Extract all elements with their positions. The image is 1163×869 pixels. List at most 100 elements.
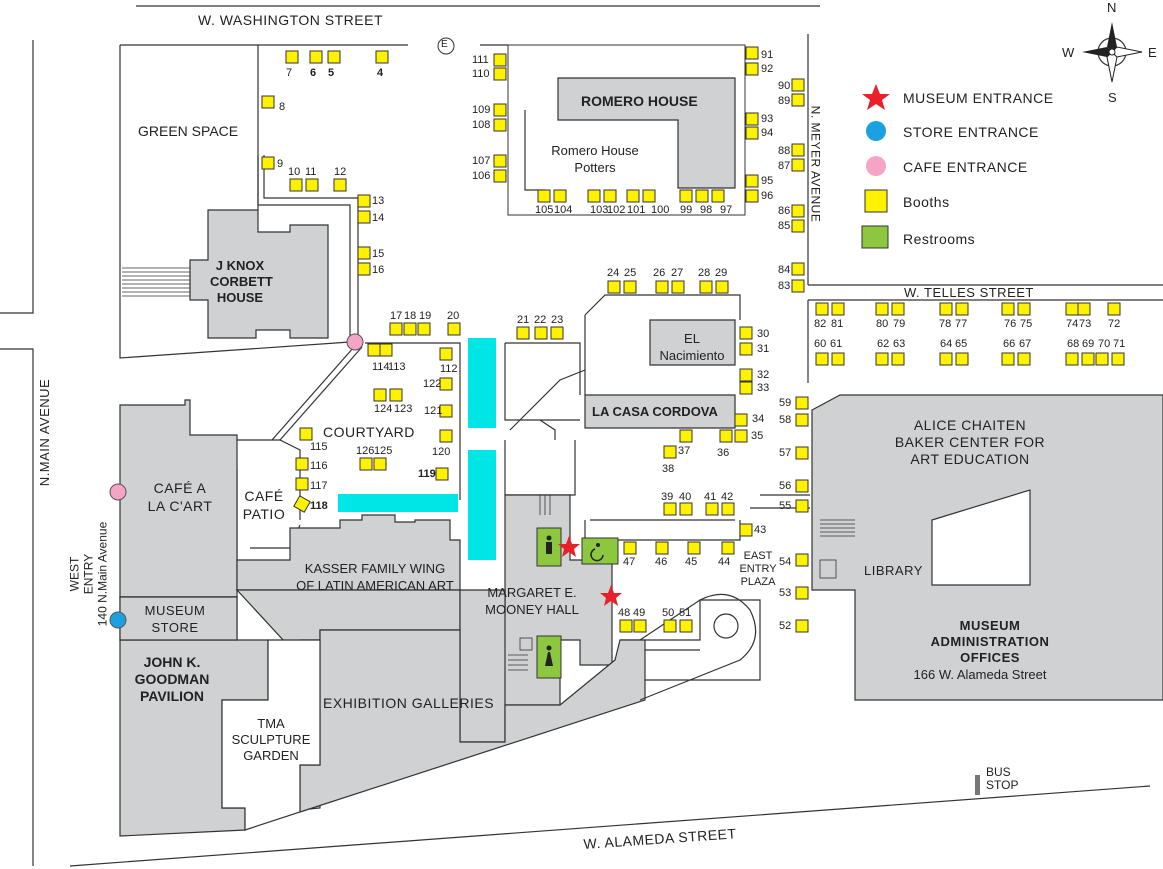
booth-37 <box>679 429 693 443</box>
museum-entrance-icon <box>558 536 580 557</box>
booth-21 <box>516 326 530 340</box>
knox-line-1: J KNOX <box>215 258 265 273</box>
booth-number-124: 124 <box>374 403 393 415</box>
booth-63 <box>891 352 905 366</box>
restroom-icon <box>546 535 552 541</box>
booth-number-102: 102 <box>607 204 626 216</box>
street-meyer: N. MEYER AVENUE <box>808 105 823 223</box>
cafe-patio-label: CAFÉ PATIO <box>238 487 290 523</box>
booth-number-71: 71 <box>1113 338 1126 350</box>
booth-number-52: 52 <box>779 620 792 632</box>
stairs <box>539 495 551 515</box>
booth-31 <box>739 342 753 356</box>
booth-48 <box>619 619 633 633</box>
wheelchair-icon <box>596 543 600 547</box>
booth-55 <box>795 499 809 513</box>
compass-w: W <box>1062 45 1075 60</box>
legend-booths: Booths <box>903 194 950 210</box>
mooney-hall-label: MARGARET E. MOONEY HALL <box>472 584 592 618</box>
booth-20 <box>447 322 461 336</box>
booth-56 <box>795 479 809 493</box>
east-line-2: ENTRY <box>739 563 777 575</box>
booth-number-70: 70 <box>1098 338 1111 350</box>
booth-38 <box>663 445 677 459</box>
booth-100 <box>642 189 656 203</box>
booth-74 <box>1065 302 1079 316</box>
knox-line-2: CORBETT <box>210 274 273 289</box>
booth-number-14: 14 <box>372 212 385 224</box>
booth-42 <box>721 502 735 516</box>
booth-number-31: 31 <box>757 343 770 355</box>
booth-number-116: 116 <box>310 460 328 472</box>
booth-99 <box>679 189 693 203</box>
romero-house-label: ROMERO HOUSE <box>581 93 698 109</box>
admin-line-2: ADMINISTRATION <box>930 634 1050 649</box>
booth-104 <box>553 189 567 203</box>
booth-number-112: 112 <box>440 363 458 375</box>
west-entry-label: WEST ENTRY 140 N.Main Avenue <box>67 522 109 627</box>
booth-number-53: 53 <box>779 587 792 599</box>
alice-chaiten-label: ALICE CHAITEN BAKER CENTER FOR ART EDUCA… <box>880 417 1060 468</box>
compass-n: N <box>1107 0 1117 15</box>
courtyard-label: COURTYARD <box>323 424 415 440</box>
booth-number-101: 101 <box>627 204 646 216</box>
booth-number-117: 117 <box>310 480 328 492</box>
booth-number-38: 38 <box>662 463 675 475</box>
legend-cafe-entrance: CAFE ENTRANCE <box>903 159 1028 175</box>
booth-12 <box>333 178 347 192</box>
booth-number-79: 79 <box>893 318 906 330</box>
circle-icon <box>866 121 886 141</box>
admin-line-3: OFFICES <box>960 650 1020 665</box>
booth-number-43: 43 <box>754 524 767 536</box>
booth-58 <box>795 413 809 427</box>
booth-111 <box>493 53 507 67</box>
museum-store-label: MUSEUM STORE <box>130 602 220 636</box>
booth-number-82: 82 <box>814 318 827 330</box>
booth-54 <box>795 553 809 567</box>
compass-icon <box>1082 22 1143 83</box>
cafe-entrance-icon <box>109 483 127 501</box>
booth-69 <box>1081 352 1095 366</box>
booth-number-87: 87 <box>778 160 791 172</box>
bus-stop-icon <box>975 775 980 795</box>
booth-83 <box>791 279 805 293</box>
booth-number-90: 90 <box>778 80 791 92</box>
el-nacimiento-label: EL Nacimiento <box>652 330 732 364</box>
booth-96 <box>745 189 759 203</box>
booth-number-120: 120 <box>432 446 451 458</box>
booth-number-10: 10 <box>288 166 301 178</box>
booth-51 <box>679 619 693 633</box>
bus-line-2: STOP <box>986 778 1019 792</box>
booth-24 <box>607 280 621 294</box>
goodman-pavilion-label: JOHN K. GOODMAN PAVILION <box>122 654 222 705</box>
booth-number-80: 80 <box>876 318 889 330</box>
booth-86 <box>791 204 805 218</box>
booth-number-25: 25 <box>624 267 637 279</box>
booth-115 <box>299 427 313 441</box>
booth-square-icon <box>864 189 888 213</box>
restroom-icon <box>546 645 552 651</box>
booth-number-29: 29 <box>715 267 728 279</box>
museum-admin-inner <box>931 489 1031 586</box>
booth-number-48: 48 <box>618 607 631 619</box>
el-line-1: EL <box>684 331 700 346</box>
booth-number-58: 58 <box>779 414 792 426</box>
booth-75 <box>1017 302 1031 316</box>
exit-marker <box>437 37 455 55</box>
booth-number-37: 37 <box>678 445 691 457</box>
booth-number-57: 57 <box>779 447 792 459</box>
booth-number-108: 108 <box>472 119 491 131</box>
booth-108 <box>493 118 507 132</box>
booth-71 <box>1111 352 1125 366</box>
legend-museum-entrance: MUSEUM ENTRANCE <box>903 90 1054 106</box>
booth-121 <box>439 404 453 418</box>
booth-11 <box>305 178 319 192</box>
booth-89 <box>791 93 805 107</box>
booth-62 <box>875 352 889 366</box>
booth-number-47: 47 <box>623 556 636 568</box>
booth-number-51: 51 <box>679 607 692 619</box>
booth-123 <box>389 388 403 402</box>
booth-number-26: 26 <box>653 267 666 279</box>
booth-81 <box>831 302 845 316</box>
booth-52 <box>795 619 809 633</box>
